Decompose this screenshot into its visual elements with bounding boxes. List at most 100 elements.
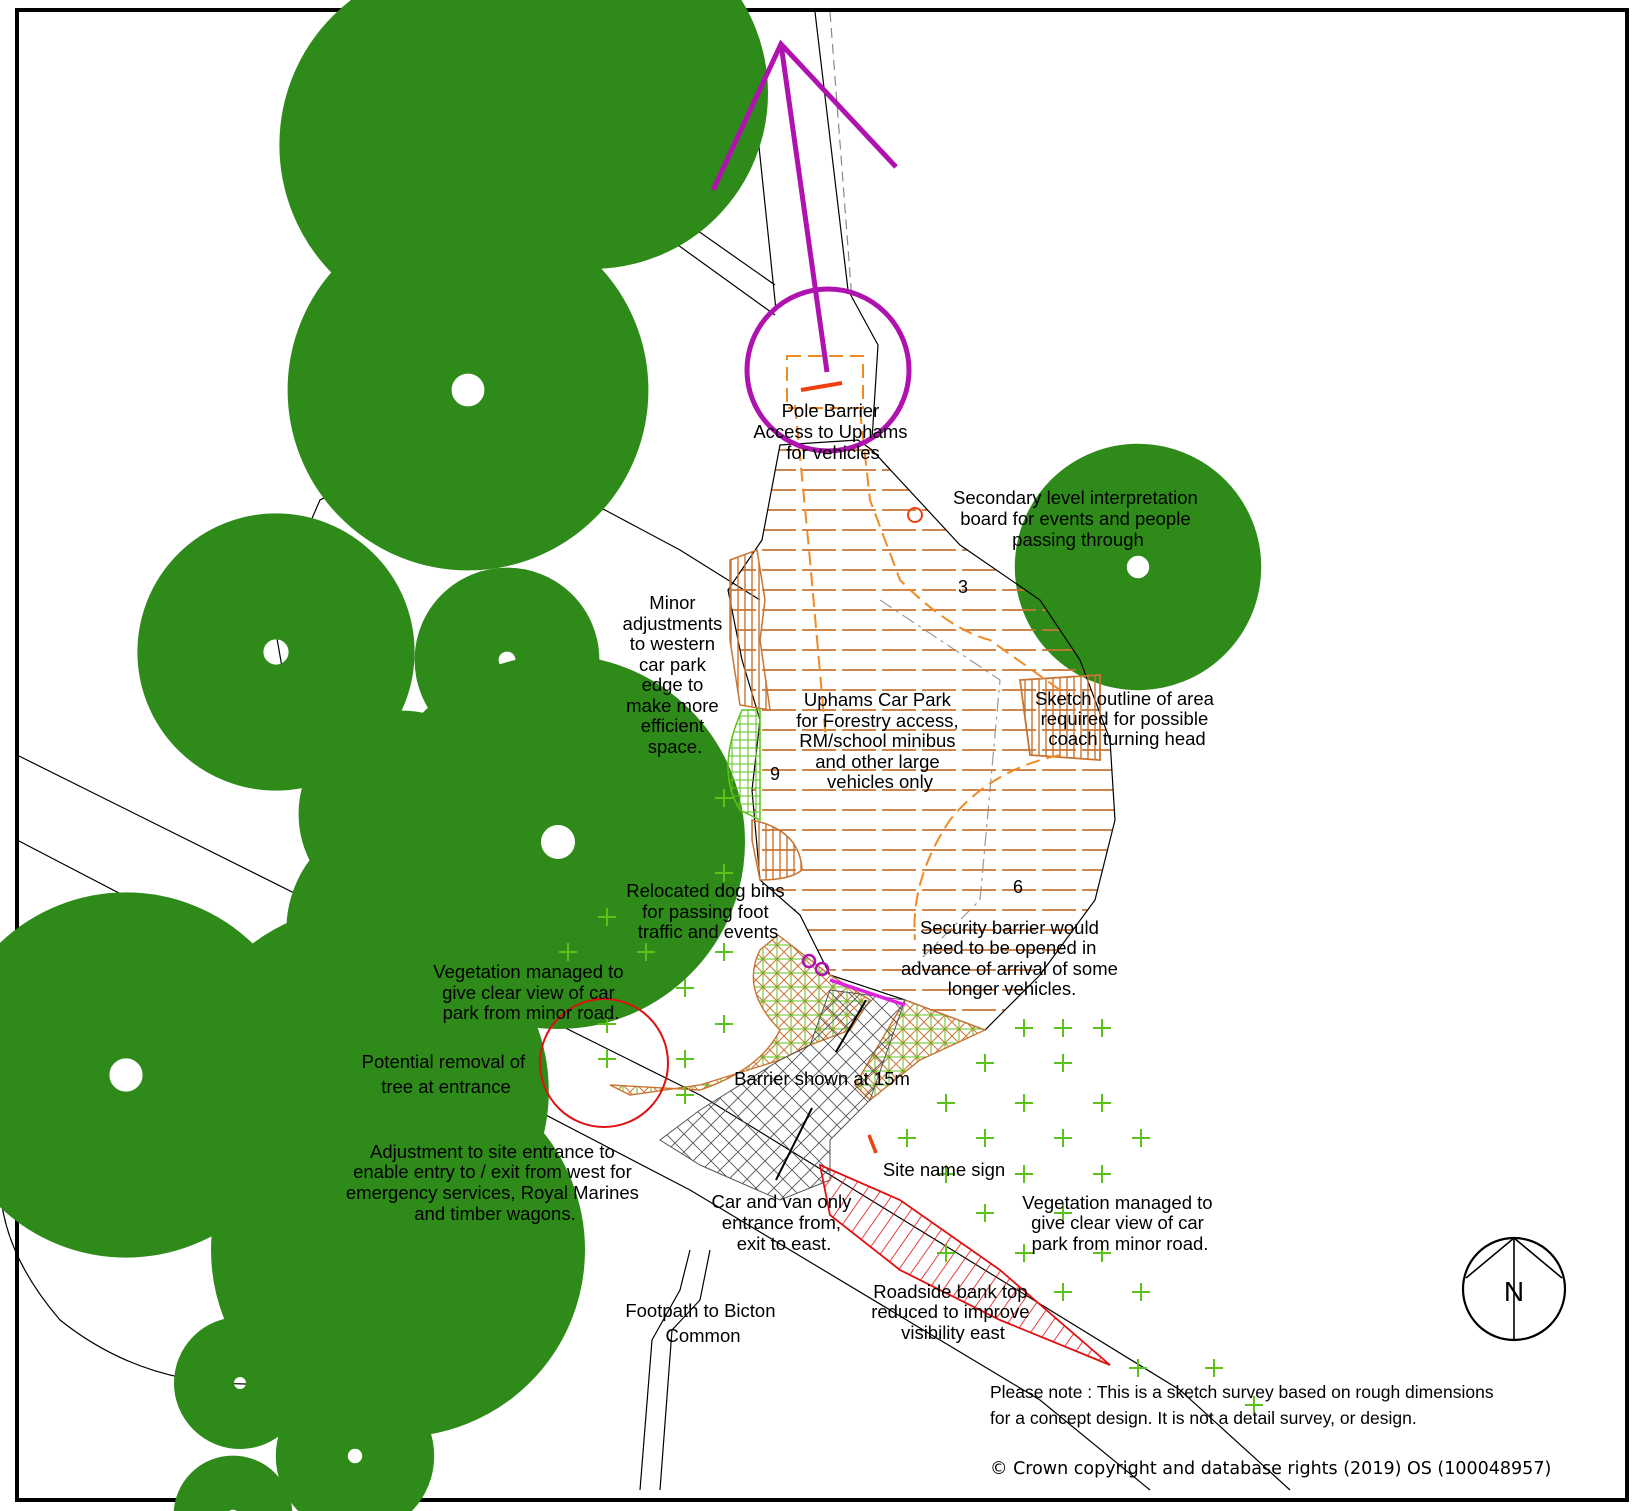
dog-bin-area xyxy=(751,819,803,881)
tree-symbol xyxy=(213,589,339,715)
interpretation-board-marker xyxy=(907,507,923,523)
barrier-post-west xyxy=(801,953,817,969)
vegetation-marker xyxy=(1129,1359,1147,1377)
map-labels: Pole Barrier Access to Uphams for vehicl… xyxy=(346,400,1219,1346)
barrier-arm xyxy=(829,978,906,1007)
label-dog-bins: Relocated dog bins for passing foot traf… xyxy=(626,880,790,942)
vegetation-marker xyxy=(1015,1244,1033,1262)
svg-text:for a concept design. It is no: for a concept design. It is not a detail… xyxy=(990,1408,1417,1428)
label-vegetation-east: Vegetation managed to give clear view of… xyxy=(1022,1192,1217,1254)
tree-removal-circle xyxy=(539,998,669,1128)
vegetation-marker xyxy=(976,1054,994,1072)
vegetation-marker xyxy=(715,943,733,961)
label-security-barrier: Security barrier would need to be opened… xyxy=(901,917,1123,999)
label-footpath: Footpath to Bicton Common xyxy=(625,1300,780,1346)
vegetation-marker xyxy=(1054,1054,1072,1072)
vegetation-marker xyxy=(676,1086,694,1104)
barrier-post-east xyxy=(814,961,830,977)
tree-symbol xyxy=(210,1353,270,1413)
disclaimer-note: Please note : This is a sketch survey ba… xyxy=(990,1382,1494,1428)
vegetation-markers xyxy=(559,789,1263,1414)
vegetation-marker xyxy=(1245,1396,1263,1414)
arrow-shaft xyxy=(778,43,830,373)
vehicle-track-west xyxy=(794,404,827,741)
vegetation-marker xyxy=(1054,1129,1072,1147)
footpath-east xyxy=(639,1249,691,1491)
label-car-park: Uphams Car Park for Forestry access, RM/… xyxy=(796,689,964,792)
label-tree-removal: Potential removal of tree at entrance xyxy=(362,1051,531,1097)
vegetation-marker xyxy=(1132,1283,1150,1301)
north-arrow: N xyxy=(1461,1236,1567,1342)
barrier-highlight-circle xyxy=(744,286,912,454)
label-site-entrance: Adjustment to site entrance to enable en… xyxy=(346,1141,644,1224)
vegetation-marker xyxy=(1015,1094,1033,1112)
vegetation-marker xyxy=(637,943,655,961)
vegetation-marker xyxy=(1054,1283,1072,1301)
vegetation-marker xyxy=(937,1244,955,1262)
entrance-hatched-west xyxy=(609,934,871,1096)
track-dashed-edge xyxy=(829,11,853,301)
vegetation-marker xyxy=(976,1129,994,1147)
footpath-west xyxy=(659,1249,711,1491)
vegetation-marker xyxy=(937,1094,955,1112)
tree-symbol xyxy=(512,13,672,173)
pole-barrier-mark xyxy=(800,381,843,392)
label-site-name-sign: Site name sign xyxy=(883,1159,1005,1180)
vegetation-marker xyxy=(1093,1019,1111,1037)
proposal-outlines xyxy=(786,355,1061,941)
vegetation-marker xyxy=(1132,1129,1150,1147)
label-minor-adjustments: Minor adjustments to western car park ed… xyxy=(623,592,728,757)
copyright-notice: © Crown copyright and database rights (2… xyxy=(990,1459,1551,1479)
site-sign-mark xyxy=(867,1134,878,1154)
vegetation-marker xyxy=(676,979,694,997)
vegetation-marker xyxy=(1093,1094,1111,1112)
label-coach-turning: Sketch outline of area required for poss… xyxy=(1035,688,1219,749)
label-roadside-bank: Roadside bank top reduced to improve vis… xyxy=(871,1281,1035,1343)
arrow-head xyxy=(710,39,898,192)
vegetation-marker xyxy=(676,1050,694,1068)
north-arrow-needle xyxy=(1465,1236,1563,1340)
vegetation-marker xyxy=(1093,1165,1111,1183)
vegetation-marker xyxy=(1093,1244,1111,1262)
label-interpretation-board: Secondary level interpretation board for… xyxy=(953,487,1203,550)
coach-turning-arc xyxy=(913,754,1061,941)
vegetation-marker xyxy=(1015,1165,1033,1183)
vegetation-marker xyxy=(976,1204,994,1222)
vegetation-marker xyxy=(898,1129,916,1147)
vegetation-marker xyxy=(715,1015,733,1033)
vegetation-marker xyxy=(598,908,616,926)
direction-arrow xyxy=(710,39,912,454)
vegetation-marker xyxy=(598,1015,616,1033)
west-edge-green-area xyxy=(727,709,761,822)
vegetation-marker xyxy=(1015,1019,1033,1037)
tree-symbol xyxy=(319,1420,391,1492)
label-car-van-entrance: Car and van only entrance from, exit to … xyxy=(711,1191,856,1254)
vegetation-marker xyxy=(598,1050,616,1068)
north-arrow-letter: N xyxy=(1504,1276,1524,1307)
vegetation-marker xyxy=(937,1165,955,1183)
security-barrier xyxy=(775,953,906,1181)
vehicle-track-east xyxy=(859,409,1061,691)
red-markers xyxy=(539,381,923,1154)
track-east-edge xyxy=(814,11,879,441)
space-count-north: 3 xyxy=(958,577,968,597)
car-park-area xyxy=(609,439,1116,1366)
tree-symbol xyxy=(206,1488,260,1511)
entrance-dimension xyxy=(775,1107,813,1181)
vegetation-marker xyxy=(715,864,733,882)
barrier-dimension-15m xyxy=(835,999,867,1053)
space-count-west: 9 xyxy=(770,764,780,784)
label-barrier-15m: Barrier shown at 15m xyxy=(734,1068,910,1089)
vegetation-marker xyxy=(1054,1019,1072,1037)
coach-turning-head xyxy=(1018,674,1101,761)
roadside-bank xyxy=(818,1163,1111,1366)
svg-text:Please note : This is a sketch: Please note : This is a sketch survey ba… xyxy=(990,1382,1494,1402)
vegetation-marker xyxy=(559,943,577,961)
label-pole-barrier: Pole Barrier Access to Uphams for vehicl… xyxy=(753,400,912,463)
vegetation-marker xyxy=(715,789,733,807)
west-edge-adjustment xyxy=(729,548,771,711)
vegetation-marker xyxy=(1205,1359,1223,1377)
entrance-grey-apron xyxy=(659,989,906,1201)
tree-symbol xyxy=(386,308,550,472)
